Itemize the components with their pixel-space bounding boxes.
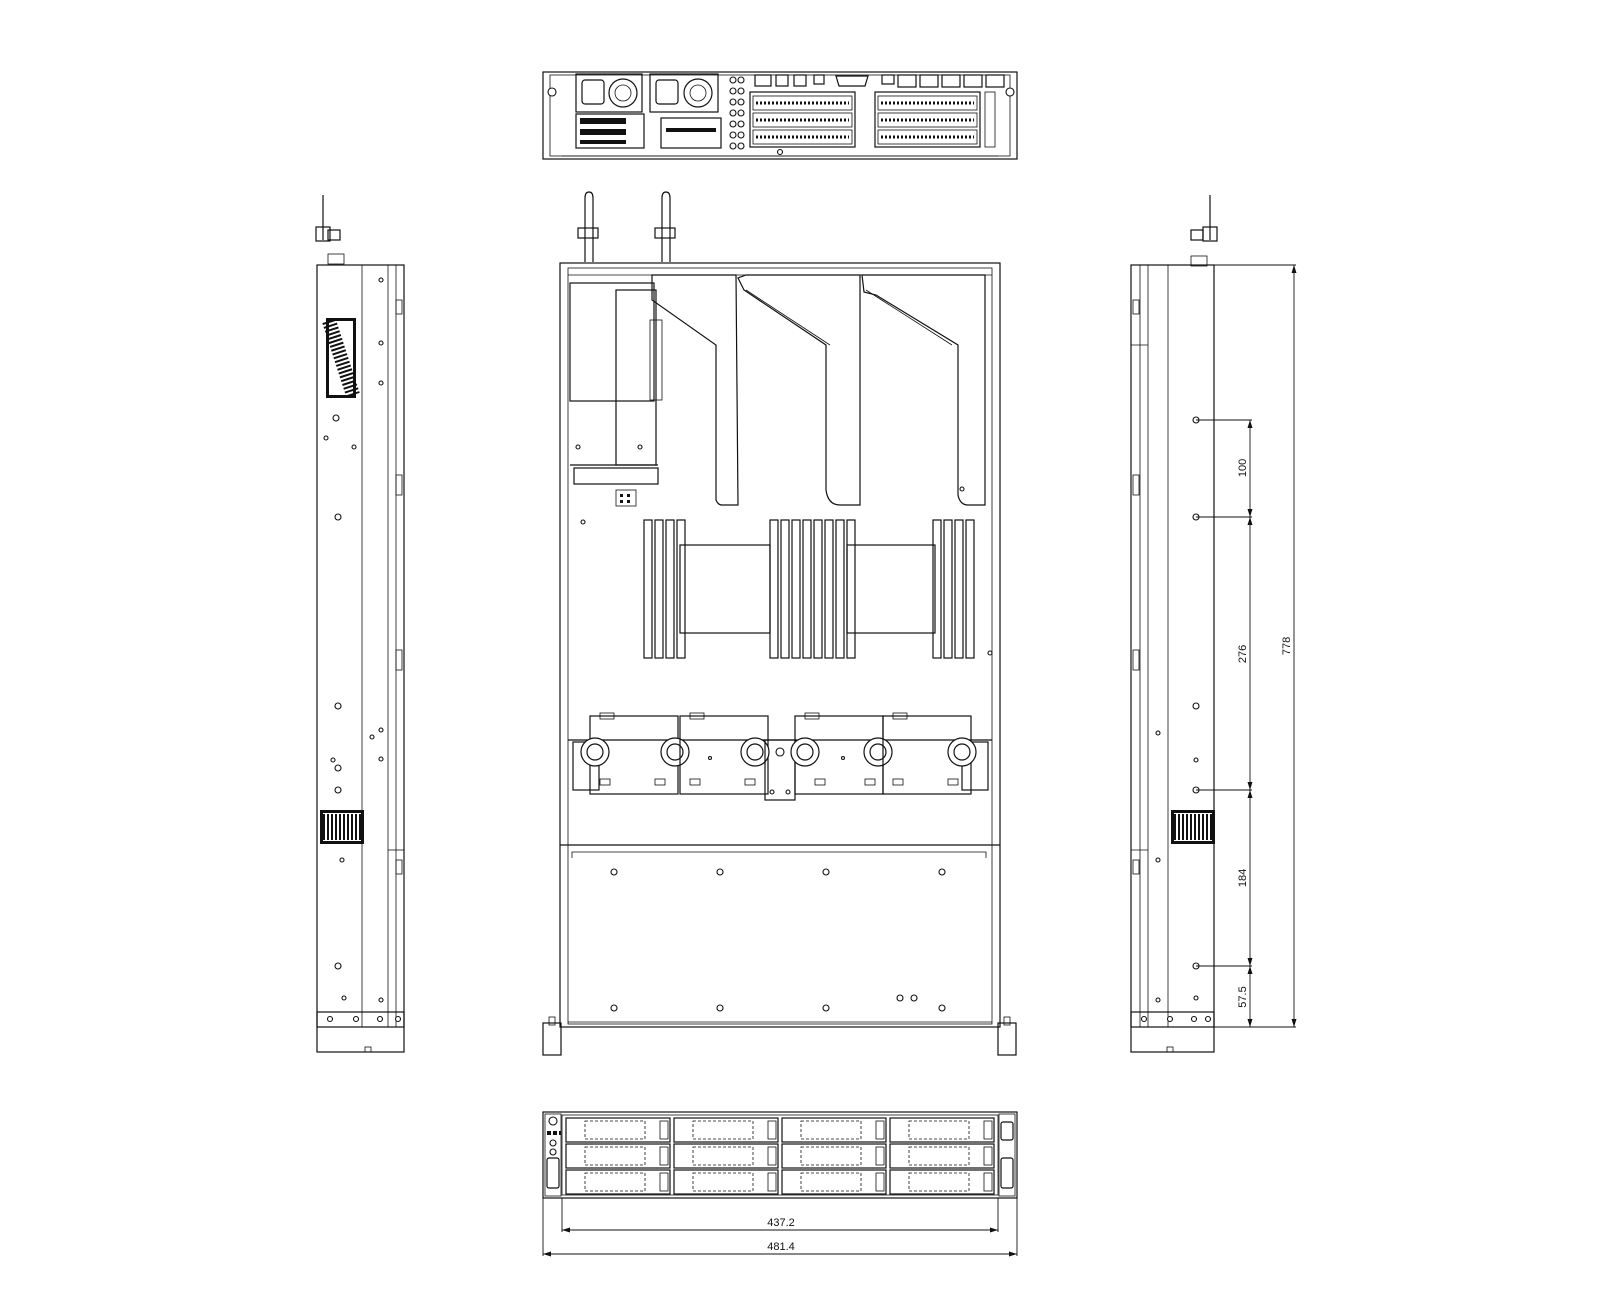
psu-handles	[577, 191, 676, 262]
rear-ports	[754, 74, 1005, 88]
left-side-vent-upper	[322, 318, 360, 398]
fan-wall	[568, 712, 992, 801]
drive-tray-grid	[565, 1117, 995, 1195]
psu-module-1	[575, 73, 645, 149]
dim-label-100: 100	[1237, 459, 1249, 477]
rear-io-column	[729, 76, 745, 150]
dim-label-437-2: 437.2	[767, 1217, 795, 1229]
drive-row-2	[565, 1143, 995, 1169]
memory-and-cpu	[643, 519, 975, 659]
pcie-riser-cages	[651, 274, 986, 506]
dim-label-184: 184	[1237, 869, 1249, 887]
psu-module-2	[649, 73, 722, 149]
left-side-view	[315, 195, 405, 1053]
right-side-vent	[1171, 810, 1215, 844]
dim-label-778: 778	[1281, 637, 1293, 655]
drive-row-1	[565, 1117, 995, 1143]
rear-pcie-slots	[749, 91, 996, 148]
top-view	[542, 191, 1017, 1056]
left-side-vent-lower	[320, 810, 364, 844]
dim-label-57-5: 57.5	[1237, 986, 1249, 1007]
psu-bay	[569, 282, 663, 525]
dim-label-481-4: 481.4	[767, 1241, 795, 1253]
drive-bay-cover	[560, 844, 1000, 1023]
drive-row-3	[565, 1169, 995, 1195]
dim-label-276: 276	[1237, 645, 1249, 663]
front-dimension-lines	[542, 1198, 1018, 1257]
front-view: 437.2 481.4	[542, 1111, 1018, 1257]
rear-view	[542, 71, 1018, 160]
right-side-view: 100 276 184 57.5 778	[1130, 195, 1297, 1053]
side-dimension-lines	[1196, 264, 1297, 1028]
